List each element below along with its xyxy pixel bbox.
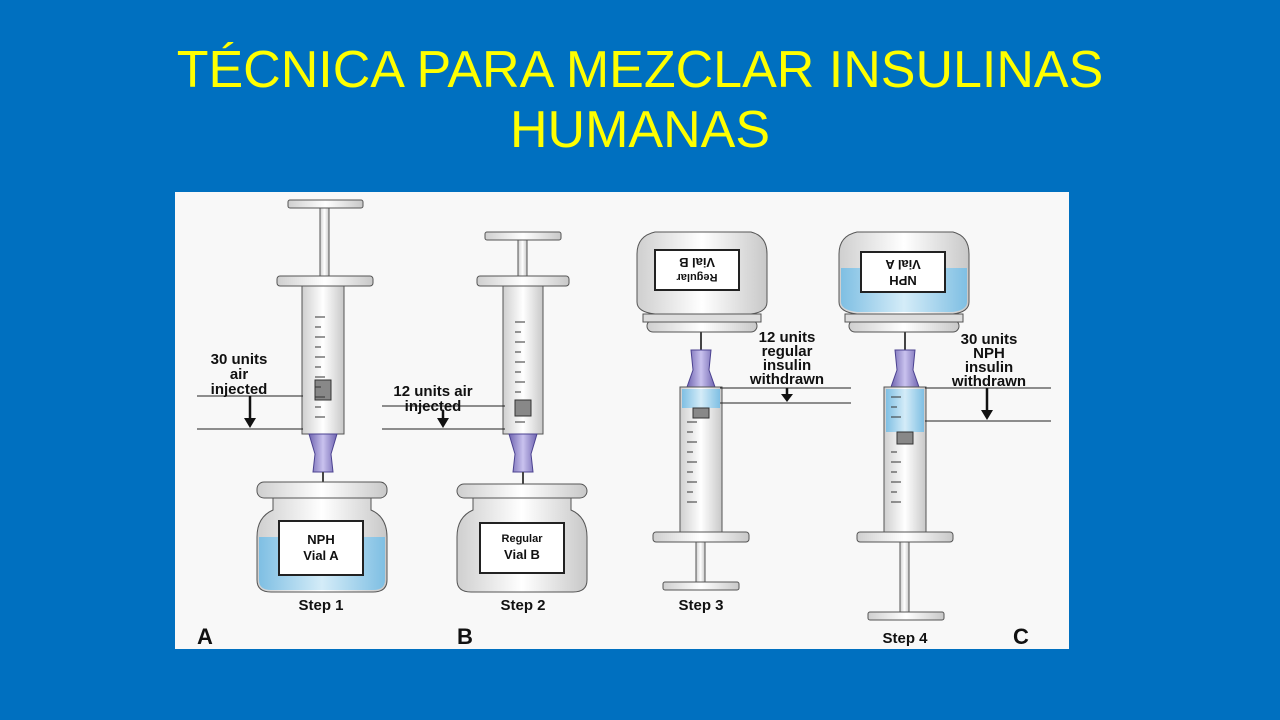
panel-letter-b: B xyxy=(457,624,473,649)
annotation-1-line-2: air xyxy=(230,366,249,383)
annotation-4-line-4: withdrawn xyxy=(951,373,1026,390)
insulin-mixing-diagram: 30 units air injected NPH Vial A Step 1 … xyxy=(175,192,1069,649)
step-1-label: Step 1 xyxy=(298,597,343,614)
title-line-2: HUMANAS xyxy=(509,101,771,159)
vial-a-label-line-1: NPH xyxy=(307,532,334,547)
annotation-3-line-1: 12 units xyxy=(759,329,816,346)
annotation-4-line-3: insulin xyxy=(965,359,1013,376)
vial-b-label-line-2: Vial B xyxy=(504,547,540,562)
step-4-label: Step 4 xyxy=(882,630,928,647)
vial-a-inverted-label-line-2: Vial A xyxy=(885,257,921,272)
slide-title: TÉCNICA PARA MEZCLAR INSULINAS HUMANAS xyxy=(0,40,1280,160)
vial-a-label-line-2: Vial A xyxy=(303,548,339,563)
panel-step-2 xyxy=(382,231,588,593)
vial-b-inverted-label-line-2: Vial B xyxy=(679,255,715,270)
annotation-1-line-3: injected xyxy=(211,381,268,398)
annotation-3-line-4: withdrawn xyxy=(749,371,824,388)
panel-step-1 xyxy=(197,199,388,593)
step-2-label: Step 2 xyxy=(500,597,545,614)
panel-letter-a: A xyxy=(197,624,213,649)
annotation-2-line-1: 12 units air xyxy=(393,383,472,400)
annotation-4-line-2: NPH xyxy=(973,345,1005,362)
vial-b-label-line-1: Regular xyxy=(502,533,544,545)
title-line-1: TÉCNICA PARA MEZCLAR INSULINAS xyxy=(176,41,1104,99)
panel-letter-c: C xyxy=(1013,624,1029,649)
annotation-4-line-1: 30 units xyxy=(961,331,1018,348)
annotation-3-line-2: regular xyxy=(762,343,813,360)
vial-b-inverted-label-line-1: Regular xyxy=(676,271,718,283)
annotation-3-line-3: insulin xyxy=(763,357,811,374)
panel-step-4 xyxy=(838,231,1051,621)
panel-step-3 xyxy=(636,231,851,591)
annotation-2-line-2: injected xyxy=(405,398,462,415)
annotation-1-line-1: 30 units xyxy=(211,351,268,368)
vial-a-inverted-label-line-1: NPH xyxy=(889,273,916,288)
step-3-label: Step 3 xyxy=(678,597,723,614)
